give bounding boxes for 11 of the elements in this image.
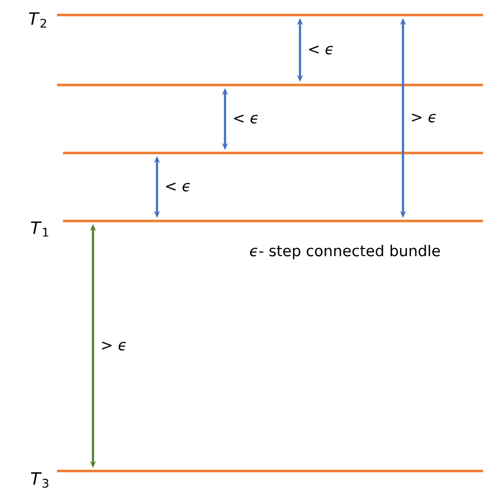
edge-label: < ϵ — [234, 114, 258, 124]
line-bar — [63, 152, 483, 154]
edge-label: > ϵ — [412, 114, 436, 122]
level-label: T$_{3}$ — [30, 472, 48, 488]
edge-label: < ϵ — [309, 46, 333, 54]
edge-label: < ϵ — [166, 182, 190, 192]
level-label: T$_{2}$ — [28, 12, 46, 28]
level-label: T$_{1}$ — [30, 221, 48, 237]
caption-text: ϵ- step connected bundle — [250, 244, 440, 260]
line-bar — [57, 84, 483, 86]
edge-label: > ϵ — [102, 342, 126, 350]
